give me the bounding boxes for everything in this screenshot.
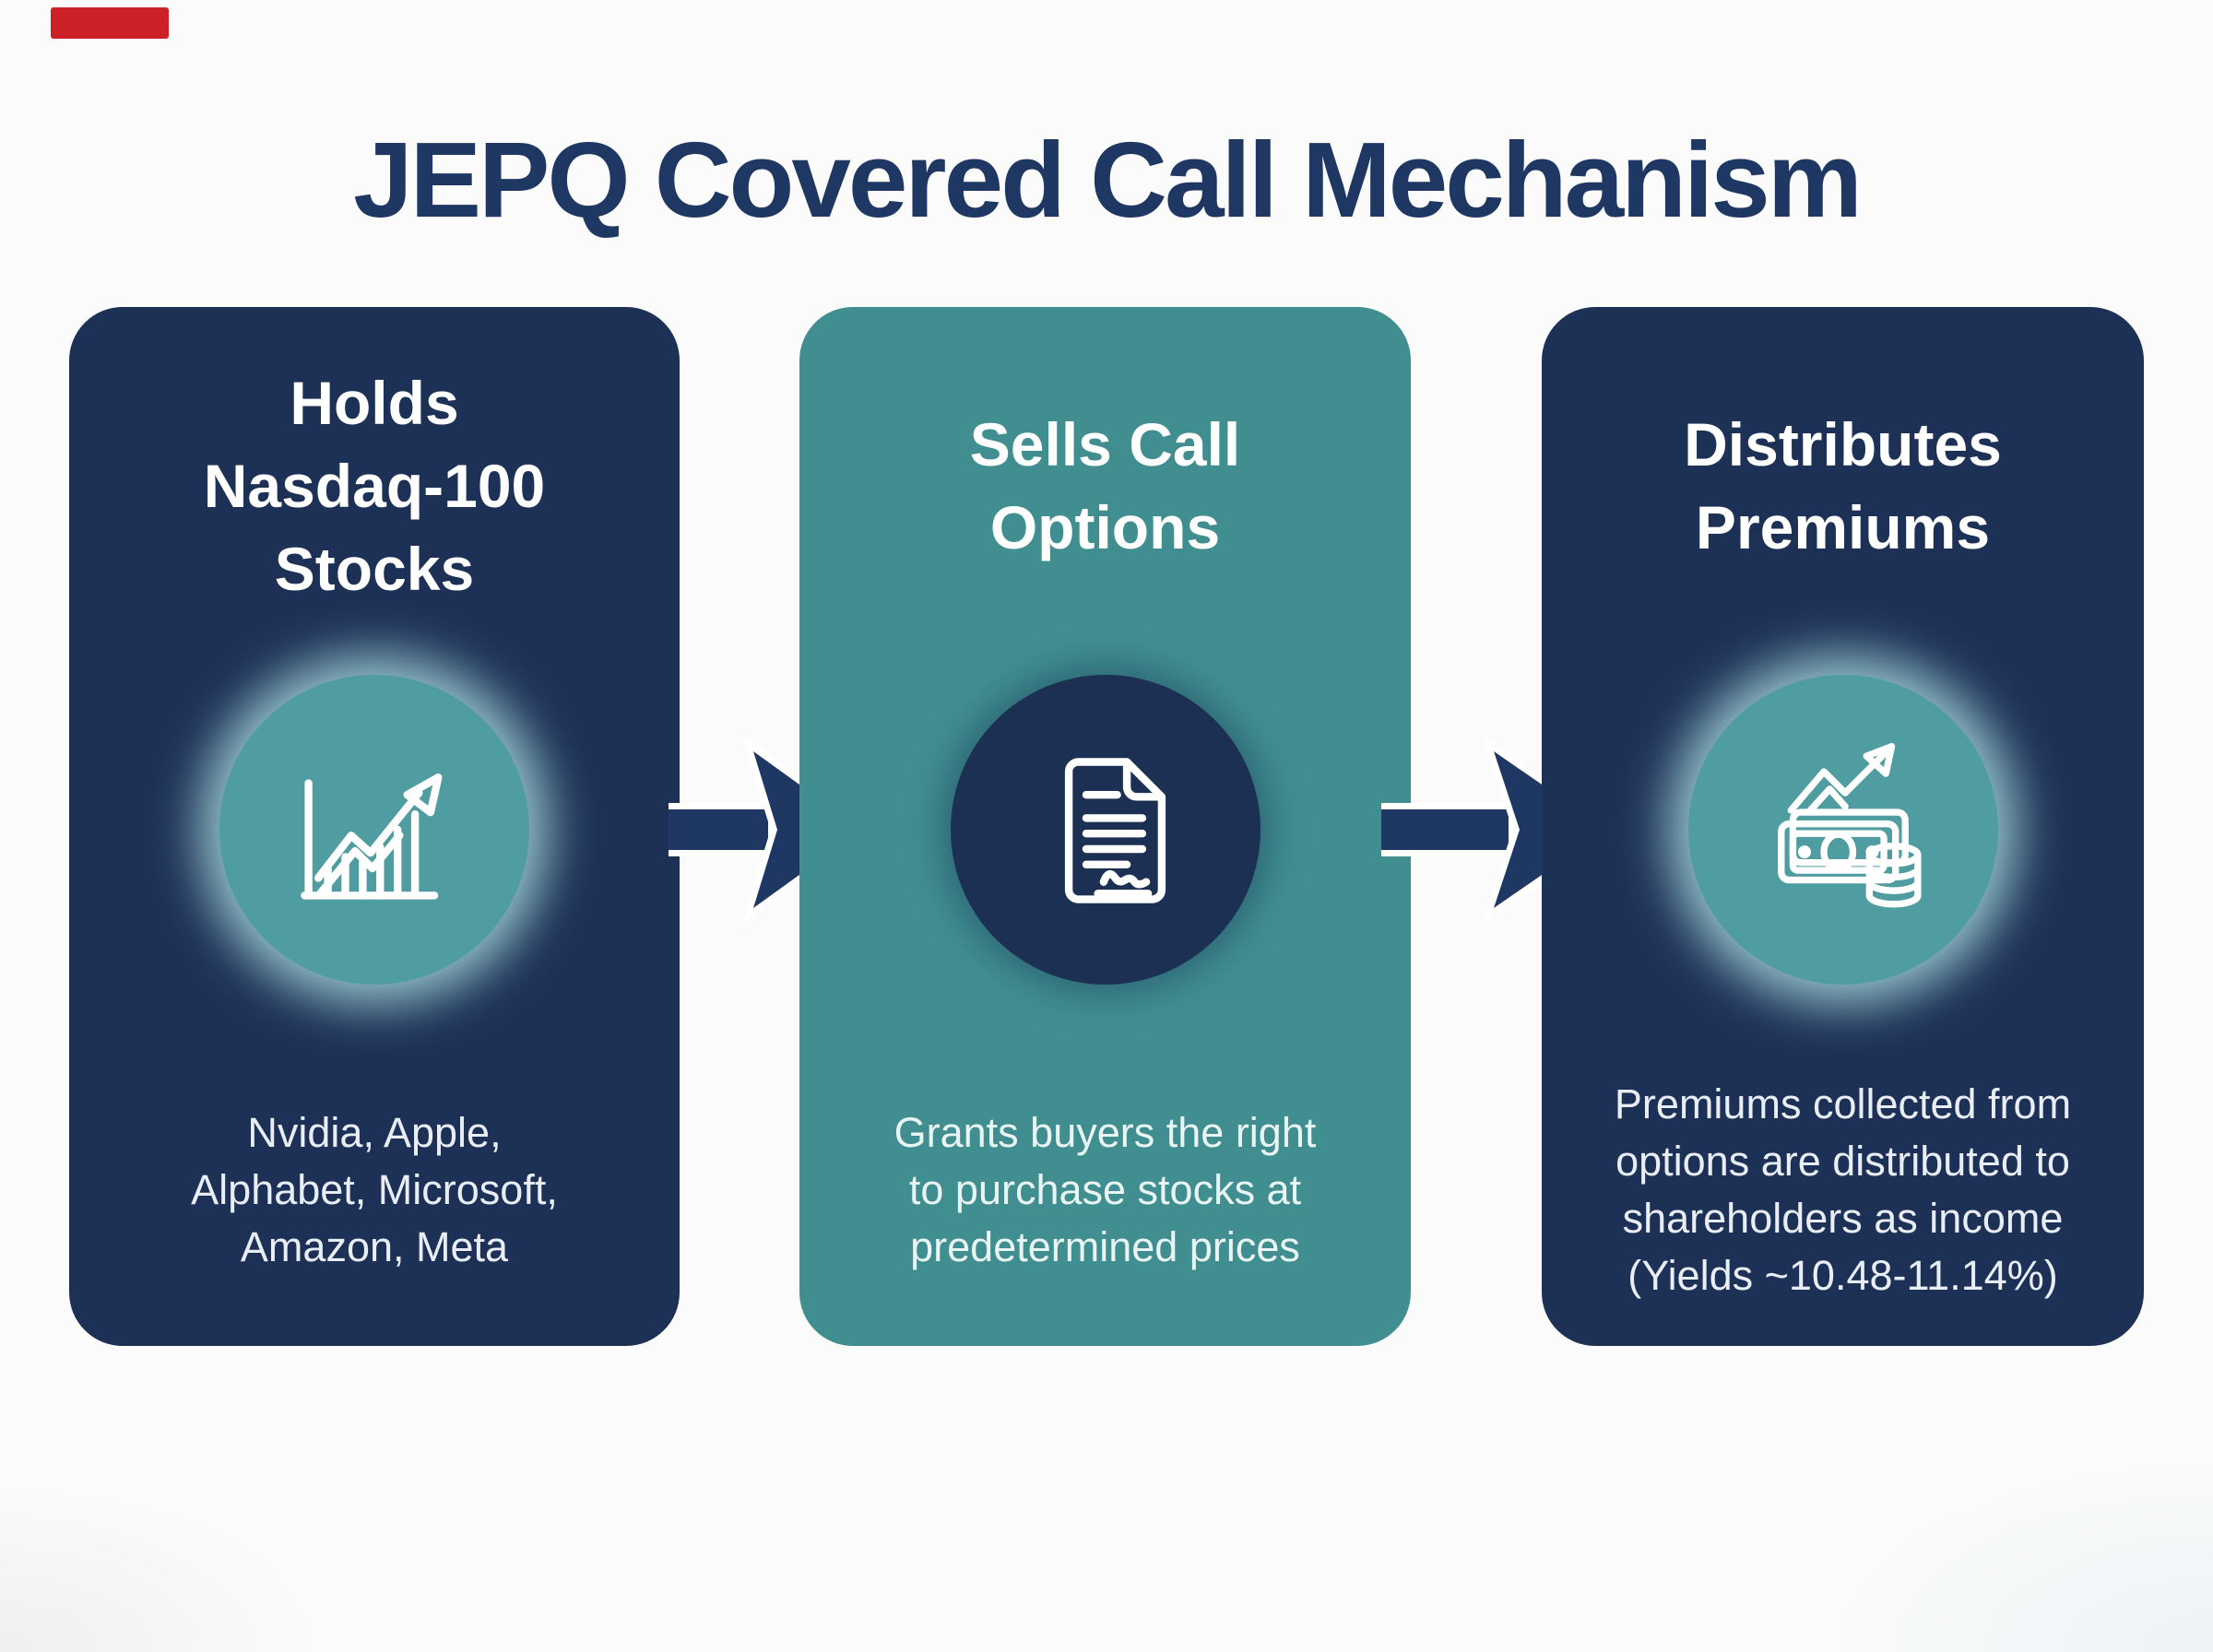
card-body-line: (Yields ~10.48-11.14%) — [1627, 1252, 2058, 1299]
card-title-line: Nasdaq-100 — [203, 452, 546, 520]
card-body-line: Nvidia, Apple, — [247, 1109, 502, 1156]
icon-circle — [1687, 675, 1998, 985]
card-body-line: to purchase stocks at — [908, 1166, 1302, 1213]
card-body-line: Grants buyers the right — [893, 1109, 1317, 1156]
card-body-line: Premiums collected from — [1614, 1080, 2072, 1127]
card-body-line: predetermined prices — [910, 1223, 1300, 1270]
cash-coins-growth-icon — [1777, 743, 1922, 908]
card-title-line: Premiums — [1695, 493, 1991, 561]
red-marker — [51, 7, 169, 39]
card-sells-call-options: Sells Call Options Grants buyers the rig… — [799, 307, 1411, 1346]
page-title: JEPQ Covered Call Mechanism — [353, 120, 1863, 240]
icon-circle — [219, 675, 529, 985]
card-holds-nasdaq-stocks: Holds Nasdaq-100 Stocks Nvidia, Apple, A… — [69, 307, 680, 1346]
card-title-line: Distributes — [1684, 410, 2002, 478]
contract-document-icon — [1064, 758, 1166, 903]
card-title: Distributes Premiums — [1542, 360, 2144, 611]
card-title: Sells Call Options — [799, 360, 1411, 611]
card-body: Grants buyers the right to purchase stoc… — [799, 1052, 1411, 1328]
card-body: Nvidia, Apple, Alphabet, Microsoft, Amaz… — [69, 1052, 680, 1328]
icon-circle — [950, 675, 1260, 985]
card-body-line: Alphabet, Microsoft, — [191, 1166, 558, 1213]
card-title-line: Holds — [290, 369, 459, 437]
card-title-line: Stocks — [274, 535, 475, 603]
card-title-line: Sells Call — [969, 410, 1241, 478]
card-distributes-premiums: Distributes Premiums — [1542, 307, 2144, 1346]
card-body-line: Amazon, Meta — [240, 1223, 509, 1270]
card-title-line: Options — [989, 493, 1221, 561]
card-body-line: options are distributed to — [1615, 1138, 2070, 1185]
line-chart-growth-icon — [301, 773, 443, 900]
card-body-line: shareholders as income — [1622, 1195, 2064, 1242]
card-body: Premiums collected from options are dist… — [1542, 1052, 2144, 1328]
card-title: Holds Nasdaq-100 Stocks — [69, 360, 680, 611]
